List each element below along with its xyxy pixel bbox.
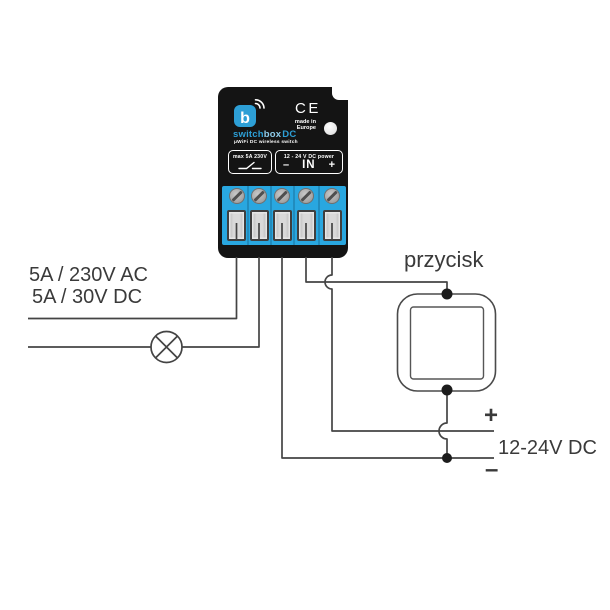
wire-plus-rail (324, 257, 494, 432)
terminal-slot-1 (227, 210, 246, 241)
terminal-screw-1 (228, 188, 245, 204)
wifi-waves-icon (254, 99, 265, 109)
output-rating-line1: 5A / 230V AC (29, 264, 148, 286)
button-outer-frame (396, 293, 497, 392)
button-top-node (441, 288, 453, 300)
in-terminal-label: IN (302, 159, 316, 171)
terminal-slot-3 (272, 210, 292, 241)
terminal-block (222, 186, 346, 245)
brand-part-switch: switch (233, 129, 264, 140)
brand-part-dc: DC (282, 129, 297, 140)
origin-line1: made in (294, 119, 316, 125)
push-button-icon (396, 293, 497, 392)
button-bottom-node (441, 384, 453, 396)
connection-dots (441, 288, 453, 463)
brand-name: switchboxDC (233, 129, 296, 140)
switch-contact-icon (238, 161, 262, 169)
power-input-label: 12 - 24 V DC power (283, 153, 335, 160)
button-inner-square (409, 306, 485, 380)
supply-plus-sign: + (484, 402, 499, 429)
wire-button-to-minus (438, 390, 448, 458)
power-supply-label: 12-24V DC (498, 437, 597, 459)
terminal-screw-2 (251, 188, 267, 204)
terminal-separator (247, 186, 249, 245)
lamp-icon (150, 330, 183, 364)
switchbox-dc-device: b switchboxDC μWiFi DC wireless switch C… (218, 87, 348, 258)
device-subtitle: μWiFi DC wireless switch (234, 140, 298, 145)
minus-terminal-label: – (283, 159, 290, 171)
output-rating-line2: 5A / 30V DC (32, 286, 143, 308)
terminal-slot-2 (249, 210, 269, 241)
wire-lamp-right (182, 257, 260, 348)
power-terminal-row: – IN + (276, 159, 342, 171)
device-button-led (324, 122, 337, 135)
plus-terminal-label: + (328, 159, 335, 171)
terminal-screw-5 (324, 188, 340, 204)
blebox-logo: b (234, 99, 265, 127)
terminal-separator (318, 186, 320, 245)
minus-rail-junction (442, 453, 452, 463)
power-input-box: 12 - 24 V DC power – IN + (275, 150, 343, 174)
logo-square (234, 105, 256, 127)
relay-rating-label: max 5A 230V (232, 153, 268, 160)
terminal-screw-3 (274, 188, 290, 204)
supply-minus-sign: – (485, 456, 499, 483)
made-in-europe-label: made in Europe (286, 119, 316, 131)
device-corner-notch (332, 87, 348, 100)
brand-part-box: box (263, 129, 282, 140)
wire-minus-rail (281, 257, 494, 459)
terminal-slot-5 (322, 210, 342, 241)
terminal-separator (270, 186, 272, 245)
origin-line2: Europe (296, 125, 316, 131)
ce-mark: CE (295, 100, 321, 117)
pushbutton-label: przycisk (404, 247, 484, 272)
terminal-screw-4 (298, 188, 314, 204)
logo-letter: b (240, 110, 250, 127)
terminal-slot-4 (296, 210, 316, 241)
relay-rating-box: max 5A 230V (228, 150, 272, 174)
terminal-separator (293, 186, 295, 245)
